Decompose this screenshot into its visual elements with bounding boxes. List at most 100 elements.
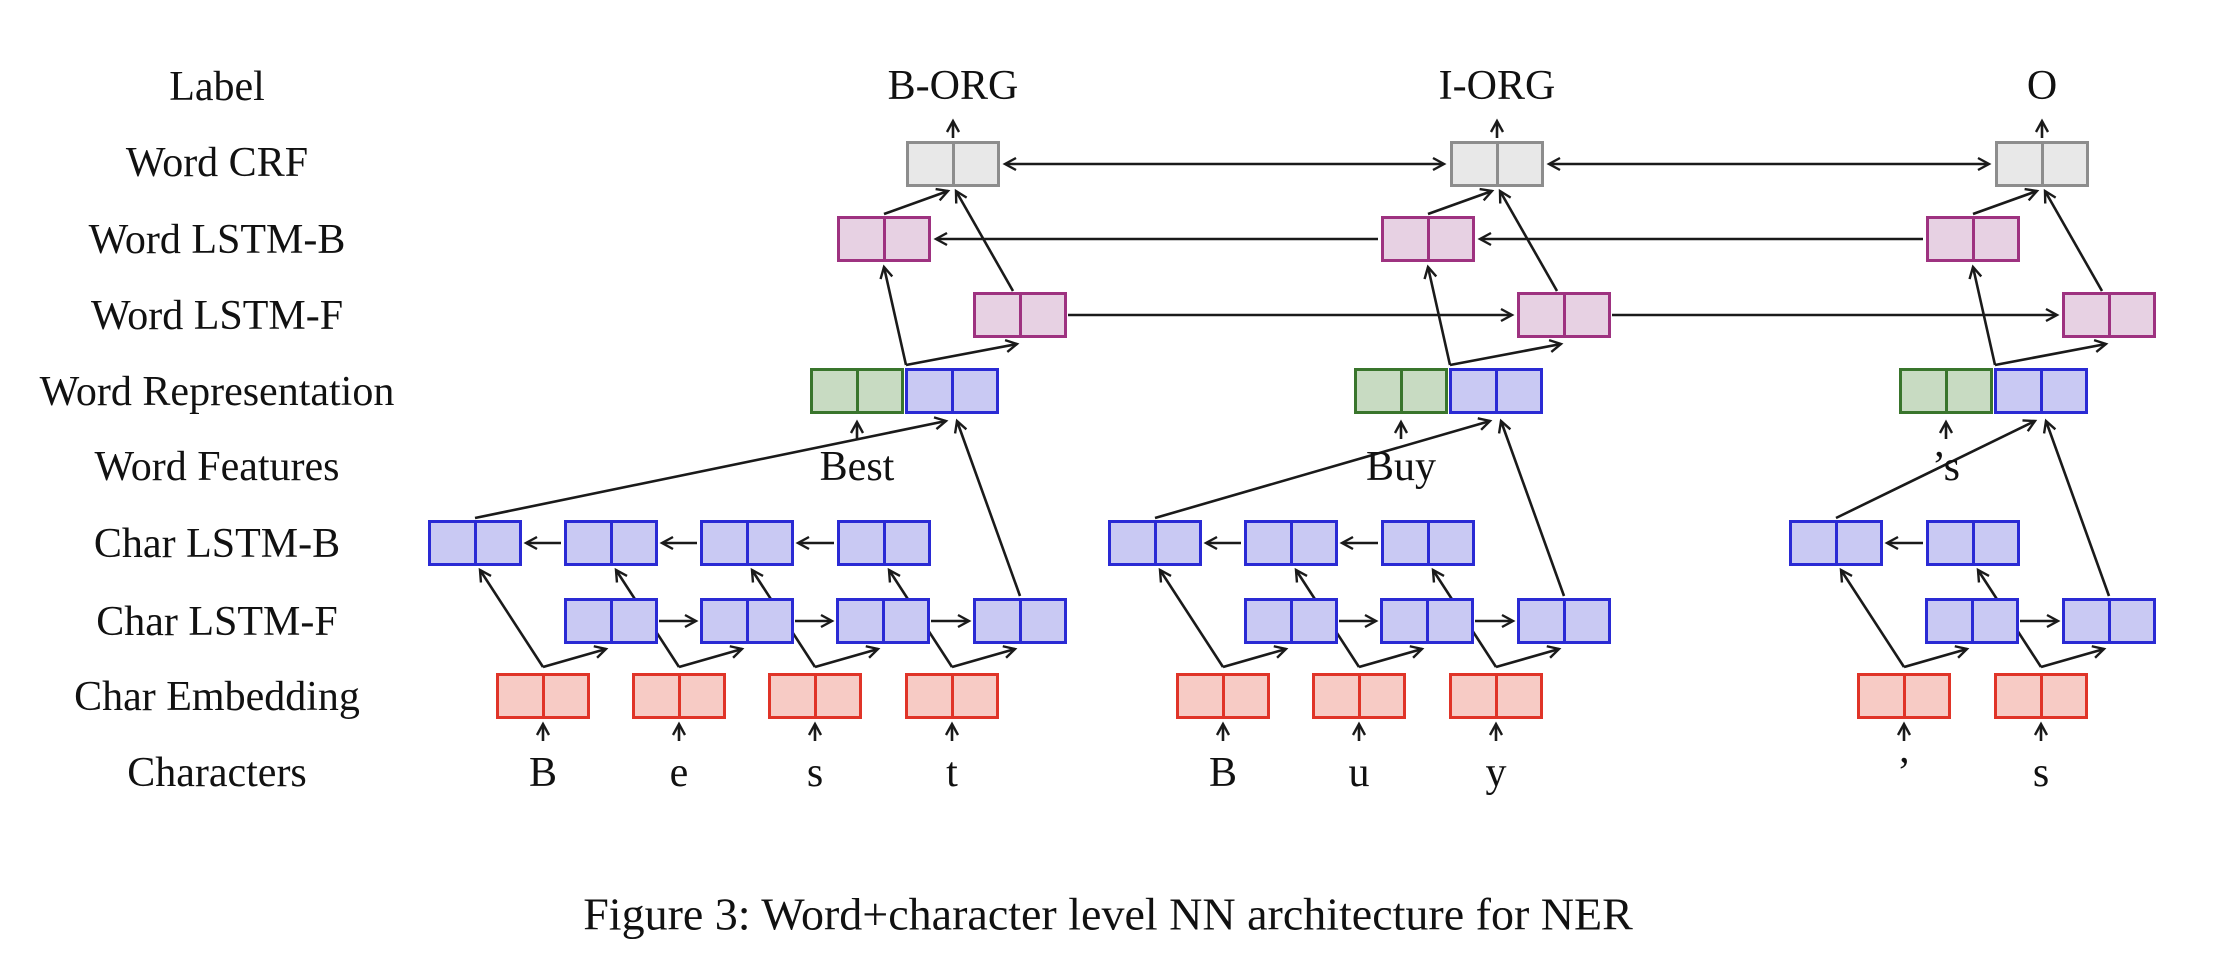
vector-cell-divider <box>950 676 954 716</box>
vector-cell-divider <box>1944 371 1948 411</box>
vector-cell-divider <box>2040 144 2044 184</box>
char-lstm-b-box <box>428 520 522 566</box>
word-text: Best <box>819 444 895 490</box>
word-crf-box <box>1450 141 1544 187</box>
connection-arrow <box>1839 567 1906 668</box>
vector-cell-divider <box>1153 523 1157 563</box>
char-embedding-box <box>496 673 590 719</box>
char-embedding-box <box>1857 673 1951 719</box>
vector-cell-divider <box>950 371 954 411</box>
char-lstm-b-box <box>1926 520 2020 566</box>
vector-cell-divider <box>882 523 886 563</box>
vector-cell-divider <box>609 601 613 641</box>
connection-arrow <box>1427 187 1495 216</box>
connection-arrow <box>1968 264 1997 366</box>
word-text: Buy <box>1365 444 1437 490</box>
char-embedding-box <box>1176 673 1270 719</box>
vector-cell-divider <box>1495 144 1499 184</box>
vector-cell-divider <box>1970 601 1974 641</box>
connection-arrow <box>1497 418 1566 597</box>
connection-arrow <box>1498 188 1559 292</box>
char-lstm-b-box <box>837 520 931 566</box>
connection-arrow <box>478 567 545 668</box>
vector-cell-divider <box>951 144 955 184</box>
connection-arrow <box>905 339 1020 367</box>
word-representation-box <box>905 368 999 414</box>
connection-arrow <box>2043 188 2104 292</box>
connection-arrow <box>1972 187 2040 216</box>
word-features-box <box>1354 368 1448 414</box>
vector-cell-divider <box>1834 523 1838 563</box>
row-label-char-embedding: Char Embedding <box>74 674 360 720</box>
vector-cell-divider <box>1018 295 1022 335</box>
word-crf-box <box>906 141 1000 187</box>
vector-cell-divider <box>1399 371 1403 411</box>
word-features-box <box>1899 368 1993 414</box>
vector-cell-divider <box>1425 601 1429 641</box>
word-features-box <box>810 368 904 414</box>
char-lstm-f-box <box>564 598 658 644</box>
connection-arrow <box>1423 264 1452 366</box>
char-lstm-f-box <box>1925 598 2019 644</box>
tag-label: O <box>2026 63 2058 109</box>
vector-cell-divider <box>1426 219 1430 259</box>
vector-cell-divider <box>745 523 749 563</box>
character-text: y <box>1485 750 1507 796</box>
connection-arrow <box>1222 645 1289 669</box>
connection-arrow <box>1495 645 1562 669</box>
connection-arrow <box>1358 645 1425 669</box>
vector-cell-divider <box>1494 676 1498 716</box>
char-lstm-f-box <box>836 598 930 644</box>
connection-arrow <box>814 645 881 669</box>
vector-cell-divider <box>882 219 886 259</box>
vector-cell-divider <box>2039 676 2043 716</box>
char-embedding-box <box>905 673 999 719</box>
connection-arrow <box>2040 645 2107 669</box>
char-embedding-box <box>1449 673 1543 719</box>
word-lstm-f-box <box>1517 292 1611 338</box>
character-text: B <box>1208 750 1238 796</box>
word-text: ’s <box>1931 444 1961 490</box>
char-embedding-box <box>768 673 862 719</box>
vector-cell-divider <box>1562 295 1566 335</box>
row-label-label: Label <box>169 64 265 110</box>
vector-cell-divider <box>473 523 477 563</box>
vector-cell-divider <box>813 676 817 716</box>
vector-cell-divider <box>1426 523 1430 563</box>
vector-cell-divider <box>1494 371 1498 411</box>
row-label-word-lstm-f: Word LSTM-F <box>90 293 344 339</box>
row-label-characters: Characters <box>127 750 307 796</box>
vector-cell-divider <box>2107 601 2111 641</box>
vector-cell-divider <box>1018 601 1022 641</box>
word-lstm-b-box <box>1926 216 2020 262</box>
connection-arrow <box>879 264 908 366</box>
vector-cell-divider <box>1562 601 1566 641</box>
character-text: u <box>1348 750 1370 796</box>
vector-cell-divider <box>745 601 749 641</box>
character-text: ’ <box>1897 750 1911 796</box>
connection-arrow <box>542 645 609 669</box>
vector-cell-divider <box>881 601 885 641</box>
char-lstm-f-box <box>700 598 794 644</box>
word-crf-box <box>1995 141 2089 187</box>
word-lstm-f-box <box>2062 292 2156 338</box>
word-lstm-b-box <box>837 216 931 262</box>
char-lstm-b-box <box>1789 520 1883 566</box>
character-text: e <box>669 750 689 796</box>
char-embedding-box <box>1312 673 1406 719</box>
vector-cell-divider <box>1289 523 1293 563</box>
tag-label: I-ORG <box>1438 63 1556 109</box>
connection-arrow <box>953 418 1022 597</box>
row-label-word-crf: Word CRF <box>125 140 309 186</box>
row-label-char-lstm-f: Char LSTM-F <box>96 599 338 645</box>
char-lstm-f-box <box>973 598 1067 644</box>
connection-arrow <box>1154 417 1493 520</box>
vector-cell-divider <box>609 523 613 563</box>
row-label-word-features: Word Features <box>94 444 340 490</box>
char-lstm-f-box <box>1380 598 1474 644</box>
figure-caption: Figure 3: Word+character level NN archit… <box>583 888 1633 940</box>
vector-cell-divider <box>1971 523 1975 563</box>
tag-label: B-ORG <box>887 63 1019 109</box>
character-text: s <box>806 750 824 796</box>
